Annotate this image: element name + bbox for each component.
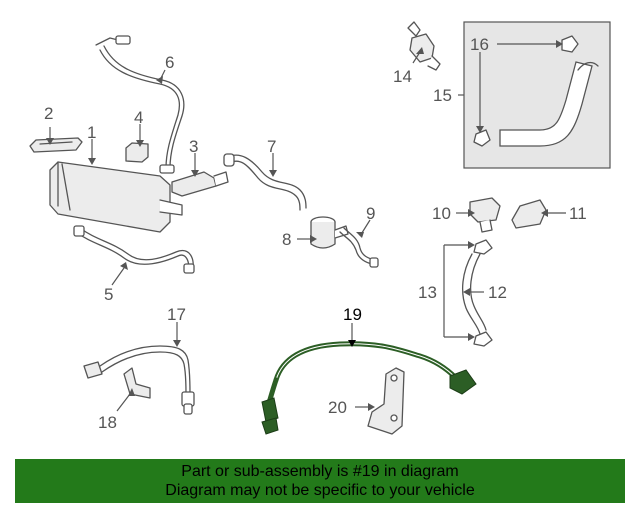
callout-4: 4	[134, 108, 143, 127]
callout-8: 8	[282, 230, 291, 249]
part-1-canister[interactable]	[49, 161, 183, 233]
part-2-bracket[interactable]	[29, 137, 83, 153]
callout-12: 12	[488, 283, 507, 302]
part-10-purge-valve[interactable]	[469, 197, 501, 233]
callout-20: 20	[328, 398, 347, 417]
callout-11: 11	[569, 204, 587, 223]
part-12-hose[interactable]	[461, 239, 493, 347]
part-15-hose-assembly[interactable]	[499, 61, 599, 147]
callout-1: 1	[87, 123, 96, 142]
leader-lines	[49, 43, 566, 412]
part-7-hose[interactable]	[223, 153, 307, 211]
callout-19: 19	[343, 305, 362, 324]
part-9-hose[interactable]	[339, 227, 379, 268]
part-11-bracket[interactable]	[511, 199, 547, 229]
part-5-hose[interactable]	[73, 225, 195, 274]
banner-line-disclaimer: Diagram may not be specific to your vehi…	[165, 482, 475, 499]
callout-2: 2	[44, 104, 53, 123]
part-19-oxygen-sensor[interactable]	[261, 341, 477, 435]
arrowheads	[46, 40, 563, 411]
part-info-banner: Part or sub-assembly is #19 in diagram D…	[15, 459, 625, 503]
callout-9: 9	[366, 204, 375, 223]
callout-3: 3	[189, 137, 198, 156]
callout-5: 5	[104, 285, 113, 304]
part-8-valve[interactable]	[310, 216, 349, 249]
part-3-connector[interactable]	[171, 171, 229, 197]
banner-line-part: Part or sub-assembly is #19 in diagram	[181, 463, 459, 480]
callout-15: 15	[433, 86, 452, 105]
part-6-vacuum-line[interactable]	[95, 35, 185, 174]
callout-13: 13	[418, 283, 437, 302]
part-18-bracket[interactable]	[123, 367, 151, 399]
callout-labels: 1 2 3 4 5 6 7 8 9 10 11 12 13 14 15 16 1…	[44, 35, 587, 432]
part-17-oxygen-sensor[interactable]	[83, 345, 195, 415]
callout-14: 14	[393, 67, 412, 86]
callout-17: 17	[167, 305, 186, 324]
part-20-bracket[interactable]	[367, 367, 405, 435]
callout-6: 6	[165, 53, 174, 72]
callout-7: 7	[267, 137, 276, 156]
part-4-block[interactable]	[125, 142, 149, 163]
callout-18: 18	[98, 413, 117, 432]
part-16-clamp[interactable]	[473, 35, 579, 147]
callout-16: 16	[470, 35, 489, 54]
callout-10: 10	[432, 204, 451, 223]
